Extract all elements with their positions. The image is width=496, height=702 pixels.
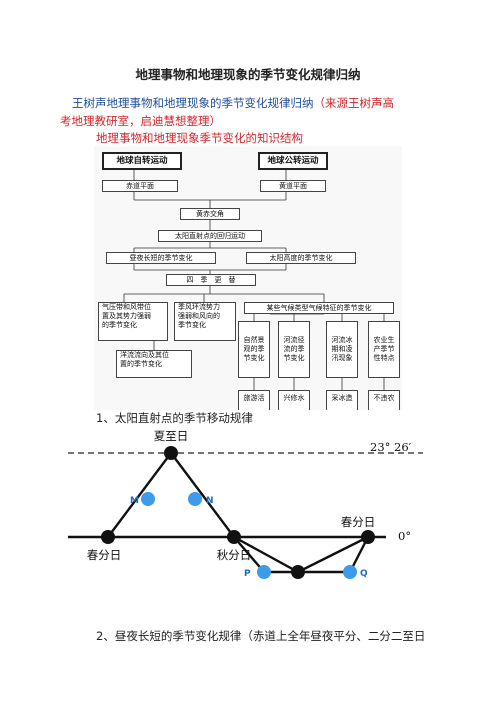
- box-river-ice: 河流冰 期和凌 汛现象: [326, 321, 358, 378]
- section-heading: 地理事物和地理现象季节变化的知识结构: [96, 131, 303, 145]
- box-obliquity: 黄赤交角: [180, 208, 240, 220]
- intro-source-b: 考地理教研室，启迪慧想整理）: [60, 114, 221, 128]
- box-agriculture: 农业生 产季节 性特点: [368, 321, 400, 378]
- box-day-length-change: 昼夜长短的季节变化: [106, 252, 216, 264]
- label-equator: 0°: [398, 529, 411, 543]
- box-ocean-current: 洋流流向及其位 置的季节变化: [116, 350, 192, 378]
- box-natural-landscape: 自然景 观的季 节变化: [238, 321, 270, 378]
- box-earth-revolution: 地球公转运动: [258, 152, 328, 170]
- box-four-seasons: 四 季 更 替: [166, 274, 256, 286]
- summer-solstice-point: [164, 446, 178, 460]
- label-p: P: [244, 569, 251, 579]
- label-spring-equinox-right: 春分日: [341, 515, 376, 529]
- autumn-equinox-point: [227, 530, 241, 544]
- label-q: Q: [360, 569, 368, 579]
- document-title: 地理事物和地理现象的季节变化规律归纳: [135, 67, 361, 82]
- box-ecliptic-plane: 黄道平面: [260, 180, 326, 192]
- box-equator-plane: 赤道平面: [102, 180, 178, 192]
- label-spring-equinox-left: 春分日: [87, 548, 122, 562]
- point-p: [257, 565, 271, 579]
- point-q: [343, 565, 357, 579]
- spring-equinox-left-point: [101, 530, 115, 544]
- intro-author: 王树声地理事物和地理现象的季节变化规律归纳: [72, 96, 314, 110]
- box-subsolar-migration: 太阳直射点的回归运动: [158, 230, 262, 242]
- spring-equinox-right-point: [361, 530, 375, 544]
- point-n: [188, 492, 202, 506]
- label-summer-solstice: 夏至日: [154, 429, 189, 443]
- box-water-works: 兴修水: [278, 390, 310, 410]
- box-ice-harvest: 采冰造: [326, 390, 358, 410]
- label-n: N: [206, 496, 214, 506]
- subsolar-point-diagram: 夏至日 春分日 秋分日 春分日 23° 26′ 0° M N P Q: [68, 429, 423, 579]
- point-m: [141, 492, 155, 506]
- winter-solstice-point: [291, 565, 305, 579]
- intro-source-a: （来源王树声高: [313, 96, 395, 110]
- label-autumn-equinox: 秋分日: [217, 548, 252, 562]
- intro-paragraph: 王树声地理事物和地理现象的季节变化规律归纳（来源王树声高 考地理教研室，启迪慧想…: [60, 94, 462, 130]
- box-farming-season: 不违农: [368, 390, 400, 410]
- box-tourism: 旅游活: [238, 390, 270, 410]
- box-pressure-belts: 气压带和风带位 置及其势力强弱 的季节变化: [98, 302, 168, 341]
- label-m: M: [130, 496, 139, 506]
- label-tropic: 23° 26′: [370, 440, 412, 454]
- caption-day-length: 2、昼夜长短的季节变化规律（赤道上全年昼夜平分、二分二至日: [96, 629, 426, 643]
- box-earth-rotation: 地球自转运动: [102, 152, 182, 170]
- flowchart-connectors: [123, 170, 385, 390]
- knowledge-flowchart: 地球自转运动 地球公转运动 赤道平面 黄道平面 黄赤交角 太阳直射点的回归运动 …: [94, 146, 402, 410]
- caption-subsolar-movement: 1、太阳直射点的季节移动规律: [96, 411, 253, 425]
- box-climate-features: 某些气候类型气候特征的季节变化: [244, 302, 394, 314]
- box-monsoon: 季风环流势力 强弱和风向的 季节变化: [174, 302, 236, 341]
- box-solar-altitude-change: 太阳高度的季节变化: [246, 252, 356, 264]
- box-river-runoff: 河流径 流的季 节变化: [278, 321, 310, 378]
